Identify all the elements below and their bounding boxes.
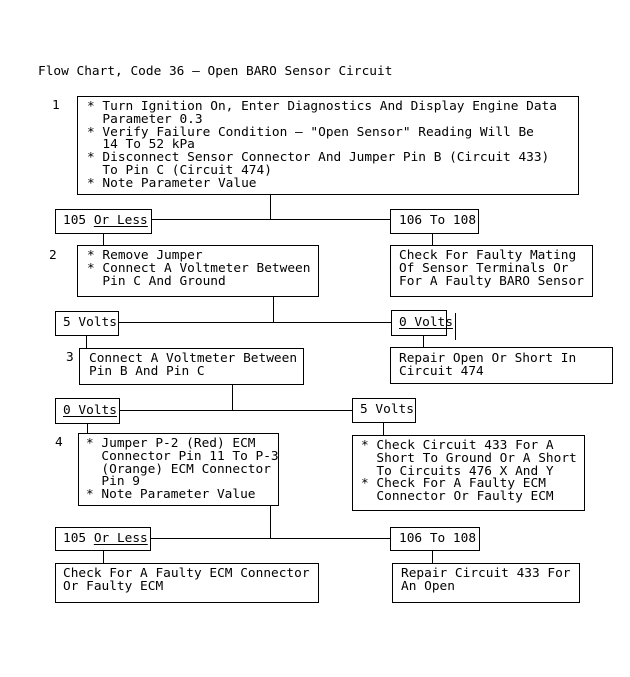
check-circuit-433-box: * Check Circuit 433 For A Short To Groun… [352, 435, 585, 511]
branch-label-text: 5 Volts [63, 315, 117, 331]
connector-line [383, 423, 384, 435]
branch-label-text: 5 Volts [360, 402, 414, 418]
branch-label-text: 105 [63, 213, 94, 229]
branch-label-105-or-less-2: 105 Or Less [55, 527, 151, 551]
connector-line [103, 551, 104, 563]
connector-line [120, 410, 352, 411]
flowchart-title: Flow Chart, Code 36 – Open BARO Sensor C… [38, 64, 393, 79]
connector-line [87, 424, 88, 433]
connector-line [270, 194, 271, 220]
step-4-box: * Jumper P-2 (Red) ECM Connector Pin 11 … [78, 433, 279, 506]
step-3-box: Connect A Voltmeter Between Pin B And Pi… [79, 348, 304, 385]
branch-label-underlined-text: Or Less [93, 530, 148, 546]
connector-line [119, 322, 392, 323]
branch-label-underlined-text: Or Less [93, 213, 148, 229]
connector-line [152, 219, 390, 220]
branch-label-underlined-text: 0 Volts [399, 314, 453, 330]
check-sensor-mating-box: Check For Faulty Mating Of Sensor Termin… [390, 245, 593, 297]
connector-line [423, 336, 424, 347]
step-3-number: 3 [66, 350, 74, 365]
connector-line [432, 551, 433, 563]
connector-line [273, 297, 274, 323]
repair-circuit-433-open-box: Repair Circuit 433 For An Open [392, 563, 580, 603]
branch-label-106-to-108-2: 106 To 108 [390, 527, 480, 551]
branch-label-0-volts-1: 0 Volts [391, 310, 453, 336]
step-4-number: 4 [55, 435, 63, 450]
connector-line [432, 234, 433, 245]
connector-line [86, 336, 87, 348]
step-2-box: * Remove Jumper * Connect A Voltmeter Be… [77, 245, 319, 297]
repair-circuit-474-box: Repair Open Or Short In Circuit 474 [390, 347, 613, 384]
faulty-ecm-connector-box: Check For A Faulty ECM Connector Or Faul… [55, 563, 319, 603]
branch-label-106-to-108-1: 106 To 108 [390, 209, 479, 234]
branch-label-5-volts-2: 5 Volts [352, 398, 416, 423]
connector-line [151, 538, 390, 539]
branch-label-text: 106 To 108 [399, 530, 477, 546]
branch-label-5-volts-1: 5 Volts [55, 311, 119, 336]
branch-label-underlined-text: 0 Volts [63, 402, 117, 418]
step-1-number: 1 [52, 98, 60, 113]
connector-line [232, 385, 233, 411]
step-1-box: * Turn Ignition On, Enter Diagnostics An… [77, 96, 579, 195]
branch-label-text: 106 To 108 [399, 213, 477, 229]
branch-label-text: 105 [63, 530, 94, 546]
branch-label-0-volts-2: 0 Volts [55, 398, 120, 424]
step-2-number: 2 [49, 248, 57, 263]
scan-artifact-line [455, 313, 456, 340]
connector-line [270, 506, 271, 538]
connector-line [103, 234, 104, 245]
branch-label-105-or-less-1: 105 Or Less [55, 209, 152, 234]
